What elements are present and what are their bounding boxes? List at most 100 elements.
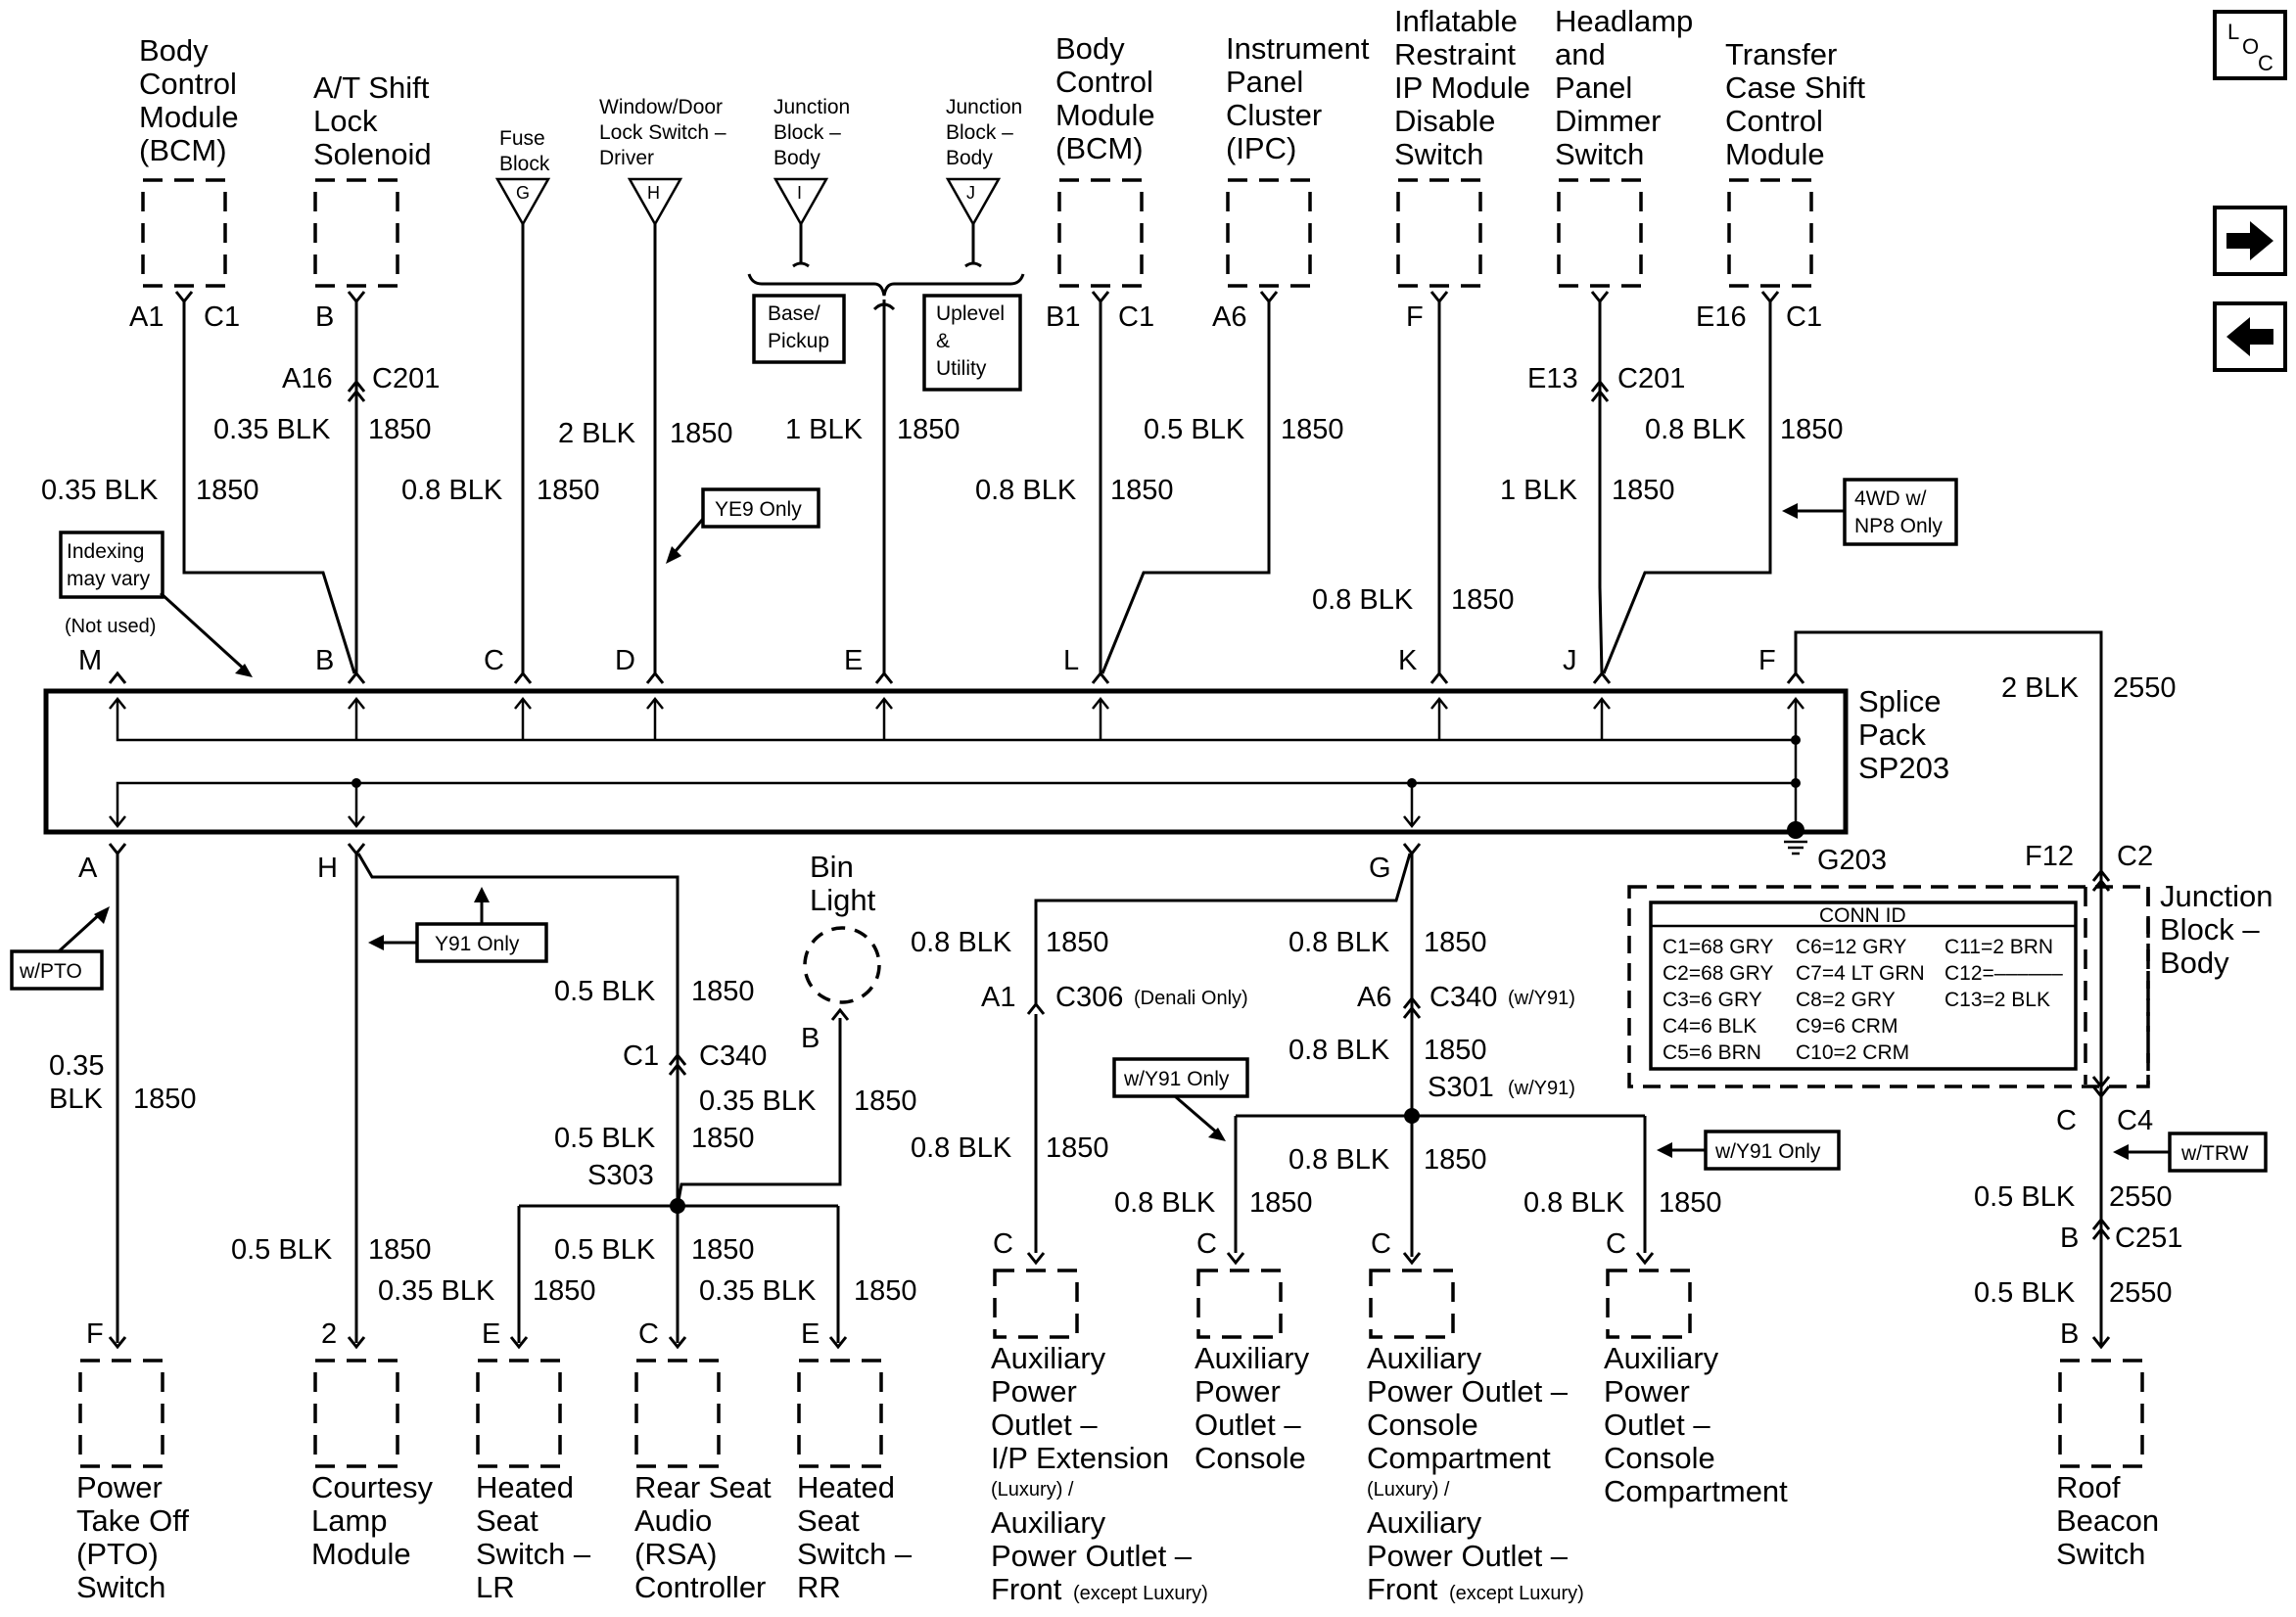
loc-letter: O [2242,34,2259,59]
loc-icon[interactable]: L O C [2213,10,2287,80]
rsa-controller-label: Rear Seat Audio (RSA) Controller [634,1470,772,1604]
svg-text:C: C [484,645,504,676]
svg-text:C4=6 BLK: C4=6 BLK [1663,1015,1757,1038]
svg-text:A1: A1 [981,982,1015,1013]
svg-text:E: E [482,1318,500,1350]
svg-text:0.8 BLK: 0.8 BLK [1523,1187,1625,1219]
svg-text:Disable: Disable [1394,104,1495,138]
svg-text:Body: Body [2160,946,2229,980]
svg-text:w/PTO: w/PTO [19,960,82,983]
svg-text:M: M [78,645,102,676]
svg-text:LR: LR [476,1570,515,1604]
svg-text:C7=4 LT GRN: C7=4 LT GRN [1796,962,1925,985]
svg-text:w/Y91 Only: w/Y91 Only [1714,1140,1821,1163]
svg-text:0.5 BLK: 0.5 BLK [1974,1277,2076,1309]
svg-text:4WD w/: 4WD w/ [1854,487,1927,510]
svg-text:Console: Console [1195,1441,1306,1475]
svg-text:C251: C251 [2115,1223,2182,1254]
svg-text:Lock: Lock [313,104,378,138]
ye9-note: YE9 Only [666,487,820,564]
indexing-note: Indexing may vary (Not used) [59,531,253,677]
svg-text:Cluster: Cluster [1226,98,1322,132]
base-pickup-note: Base/ Pickup [752,294,846,364]
svg-text:Body: Body [946,147,993,169]
headlamp-dimmer-label: Headlamp and Panel Dimmer Switch [1555,4,1693,171]
svg-text:C1=68 GRY: C1=68 GRY [1663,936,1773,958]
svg-text:0.35 BLK: 0.35 BLK [41,475,159,506]
roof-beacon-label: Roof Beacon Switch [2056,1470,2159,1571]
svg-text:E13: E13 [1527,363,1578,394]
svg-text:Inflatable: Inflatable [1394,4,1518,38]
window-door-label: Window/Door Lock Switch – Driver [599,96,726,169]
svg-text:Power Outlet –: Power Outlet – [1367,1374,1569,1409]
svg-text:Outlet –: Outlet – [1604,1408,1710,1442]
junction-block-j-label: Junction Block – Body [946,96,1022,169]
svg-text:Y91 Only: Y91 Only [435,933,520,955]
svg-text:CONN ID: CONN ID [1819,904,1906,927]
svg-text:Console: Console [1367,1408,1478,1442]
svg-text:Base/: Base/ [768,302,820,325]
svg-text:1850: 1850 [368,414,432,445]
bottom-wires [108,853,2111,1350]
svg-text:YE9 Only: YE9 Only [715,498,802,521]
svg-text:0.8 BLK: 0.8 BLK [1312,584,1414,616]
svg-text:0.8 BLK: 0.8 BLK [975,475,1077,506]
svg-text:Switch –: Switch – [476,1537,591,1571]
w-y91-only-note-b: w/Y91 Only [1657,1130,1841,1171]
svg-text:0.8 BLK: 0.8 BLK [1289,1035,1390,1066]
svg-text:Audio: Audio [634,1503,712,1538]
svg-text:(w/Y91): (w/Y91) [1508,1078,1575,1099]
svg-text:C8=2 GRY: C8=2 GRY [1796,989,1896,1011]
aux-console-label: Auxiliary Power Outlet – Console [1195,1341,1310,1475]
svg-text:1850: 1850 [1612,475,1675,506]
aux-ip-label: Auxiliary Power Outlet – I/P Extension (… [991,1341,1208,1606]
4wd-np8-note: 4WD w/ NP8 Only [1782,478,1958,546]
svg-text:C2=68 GRY: C2=68 GRY [1663,962,1773,985]
arrow-right-icon[interactable] [2213,206,2287,276]
svg-text:Fuse: Fuse [499,127,545,150]
svg-text:Outlet –: Outlet – [991,1408,1098,1442]
svg-text:E16: E16 [1696,301,1747,333]
svg-text:BLK: BLK [49,1084,103,1115]
svg-text:B1: B1 [1046,301,1080,333]
svg-text:Compartment: Compartment [1367,1441,1551,1475]
ipc-label: Instrument Panel Cluster (IPC) [1226,31,1370,165]
svg-text:B: B [2060,1318,2079,1350]
svg-text:B: B [315,645,334,676]
svg-text:Block –: Block – [2160,912,2260,947]
svg-text:Roof: Roof [2056,1470,2121,1504]
svg-text:IP Module: IP Module [1394,70,1530,105]
svg-text:C6=12 GRY: C6=12 GRY [1796,936,1906,958]
svg-text:1850: 1850 [1110,475,1174,506]
svg-text:0.8 BLK: 0.8 BLK [1645,414,1747,445]
svg-text:C1: C1 [204,301,240,333]
svg-text:Switch: Switch [1394,137,1483,171]
svg-text:(IPC): (IPC) [1226,131,1296,165]
svg-text:Block: Block [499,153,550,175]
svg-text:Auxiliary: Auxiliary [1367,1341,1482,1375]
svg-text:C12=––––––: C12=–––––– [1945,962,2063,985]
svg-text:Controller: Controller [634,1570,766,1604]
junction-i-terminal: I [773,177,829,227]
svg-text:D: D [615,645,635,676]
uplevel-utility-note: Uplevel & Utility [922,294,1022,392]
svg-text:Block –: Block – [773,121,841,144]
svg-text:1850: 1850 [854,1086,917,1117]
svg-text:Block –: Block – [946,121,1013,144]
svg-text:Take Off: Take Off [76,1503,189,1538]
svg-text:2: 2 [321,1318,337,1350]
svg-text:0.5 BLK: 0.5 BLK [554,1234,656,1266]
svg-text:Switch: Switch [76,1570,165,1604]
splice-pack-label: Splice Pack SP203 [1858,684,1949,785]
svg-text:H: H [647,183,660,203]
svg-text:Solenoid: Solenoid [313,137,432,171]
svg-text:0.5 BLK: 0.5 BLK [231,1234,333,1266]
svg-text:Restraint: Restraint [1394,37,1516,71]
svg-text:NP8 Only: NP8 Only [1854,515,1943,537]
courtesy-lamp-label: Courtesy Lamp Module [311,1470,434,1571]
splice-top-terminals [108,670,1805,684]
svg-text:C9=6 CRM: C9=6 CRM [1796,1015,1898,1038]
svg-text:C1: C1 [1118,301,1154,333]
svg-text:C201: C201 [1617,363,1685,394]
arrow-left-icon[interactable] [2213,301,2287,372]
